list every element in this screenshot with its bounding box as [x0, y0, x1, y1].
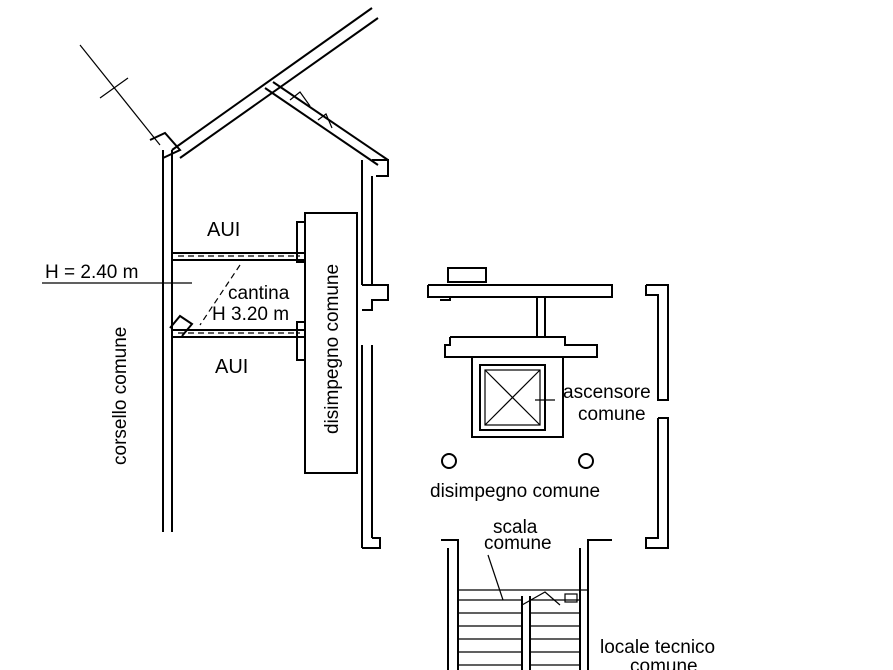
ascensore-comune-label: comune [578, 404, 646, 425]
cantina-height-label: H 3.20 m [212, 304, 289, 325]
aui-top-label: AUI [207, 219, 240, 241]
column-right [578, 453, 594, 469]
ascensore-label: ascensore [563, 382, 651, 403]
locale-comune-label: comune [630, 656, 698, 670]
cantina-label: cantina [228, 283, 290, 304]
diagonal-boundary-line [79, 44, 161, 146]
disimpegno-vertical-box [304, 212, 358, 474]
aui-bottom-label: AUI [215, 356, 248, 378]
corsello-label: corsello comune [110, 327, 131, 465]
corsello-walls [149, 131, 182, 532]
right-walls [645, 284, 669, 549]
disimpegno-vertical-label: disimpegno comune [322, 264, 343, 434]
upper-zone-right-wall [361, 160, 389, 549]
disimpegno-horizontal-label: disimpegno comune [430, 481, 600, 502]
scala-label: scala [493, 517, 538, 538]
elevator-block [427, 267, 613, 438]
height-cellar-label: H = 2.40 m [45, 262, 138, 283]
column-left [441, 453, 457, 469]
scala-comune-label: comune [484, 533, 552, 554]
stair-block [441, 539, 612, 670]
diagonal-walls [171, 7, 389, 177]
locale-tecnico-label: locale tecnico [600, 637, 715, 658]
